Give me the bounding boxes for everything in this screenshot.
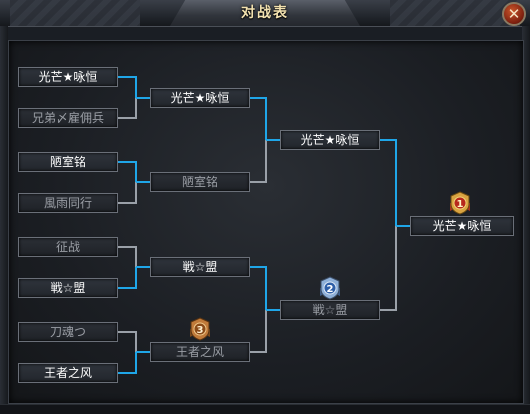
top-ornament-right (390, 0, 520, 26)
connector-r3-bottom (380, 226, 397, 311)
connector-r1-d-top (118, 331, 137, 352)
top-ornament-left (10, 0, 140, 26)
connector-r1-c-bottom (118, 267, 137, 289)
round2-slot-4[interactable]: 王者之风 (150, 342, 250, 362)
connector-r1-b-top (118, 161, 137, 182)
second-place-medal-number: 2 (327, 284, 334, 295)
round1-slot-6[interactable]: 戦☆盟 (18, 278, 118, 298)
connector-r1-b-bottom (118, 182, 137, 204)
round1-slot-3[interactable]: 陋室铭 (18, 152, 118, 172)
round1-slot-4[interactable]: 風雨同行 (18, 193, 118, 213)
connector-r1-a-top (118, 76, 137, 98)
connector-r1-a-bottom (118, 98, 137, 119)
round1-slot-7[interactable]: 刀魂つ (18, 322, 118, 342)
second-place-medal-icon: 2 (320, 276, 340, 300)
left-frame (0, 26, 8, 414)
round1-slot-2[interactable]: 兄弟〆雇佣兵 (18, 108, 118, 128)
round2-slot-1[interactable]: 光芒★咏恒 (150, 88, 250, 108)
round3-slot-1[interactable]: 光芒★咏恒 (280, 130, 380, 150)
connector-r2-a-top (250, 97, 267, 140)
third-place-medal-icon: 3 (190, 317, 210, 341)
first-place-medal-number: 1 (457, 199, 464, 210)
round1-slot-5[interactable]: 征战 (18, 237, 118, 257)
round1-slot-8[interactable]: 王者之风 (18, 363, 118, 383)
window-title: 对战表 (241, 5, 289, 21)
right-frame (522, 26, 530, 414)
close-button[interactable]: ✕ (502, 2, 526, 26)
champion-slot[interactable]: 光芒★咏恒 (410, 216, 514, 236)
connector-r2-b-top (250, 266, 267, 310)
first-place-medal-icon: 1 (450, 191, 470, 215)
round1-slot-1[interactable]: 光芒★咏恒 (18, 67, 118, 87)
connector-r1-c-top (118, 246, 137, 267)
connector-r2-a-bottom (250, 140, 267, 183)
round2-slot-2[interactable]: 陋室铭 (150, 172, 250, 192)
connector-r3-top (380, 139, 397, 226)
connector-r1-d-bottom (118, 352, 137, 374)
title-plate (170, 0, 360, 26)
third-place-medal-number: 3 (197, 325, 204, 336)
window-bottom-frame (0, 404, 530, 414)
connector-r2-b-bottom (250, 310, 267, 353)
round3-slot-2[interactable]: 戦☆盟 (280, 300, 380, 320)
round2-slot-3[interactable]: 戦☆盟 (150, 257, 250, 277)
